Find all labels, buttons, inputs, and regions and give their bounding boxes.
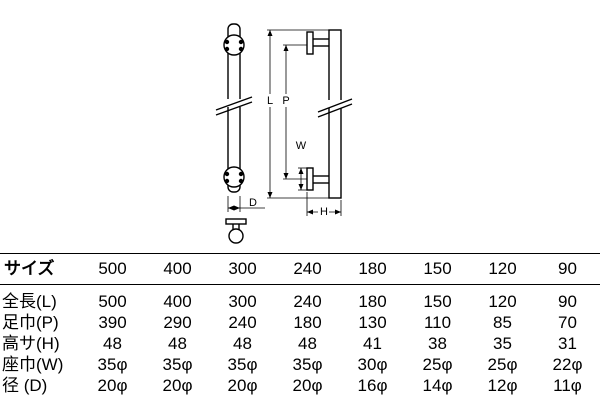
top-view — [225, 218, 247, 244]
table-cell: 41 — [363, 334, 382, 353]
table-cell: 85 — [493, 313, 512, 332]
table-row: 座巾(W) 35φ 35φ 35φ 35φ 30φ 25φ 25φ 22φ — [0, 354, 600, 375]
row-label-seat-width: 座巾(W) — [2, 355, 64, 374]
table-cell: 20φ — [227, 376, 258, 395]
dim-label-D: D — [249, 197, 257, 209]
table-cell: 12φ — [487, 376, 518, 395]
table-cell: 390 — [98, 313, 127, 332]
size-spec-table: サイズ 500 400 300 240 180 150 120 90 全長(L)… — [0, 253, 600, 396]
table-cell: 150 — [423, 292, 452, 311]
table-cell: 38 — [428, 334, 447, 353]
table-cell: 20φ — [97, 376, 128, 395]
table-cell: 14φ — [422, 376, 453, 395]
table-cell: 290 — [163, 313, 192, 332]
table-cell: 48 — [298, 334, 317, 353]
header-size-400: 400 — [145, 253, 210, 285]
table-header-row: サイズ 500 400 300 240 180 150 120 90 — [0, 253, 600, 285]
table-cell: 48 — [233, 334, 252, 353]
header-size-240: 240 — [275, 253, 340, 285]
table-cell: 16φ — [357, 376, 388, 395]
table-cell: 110 — [423, 313, 452, 332]
header-size-120: 120 — [470, 253, 535, 285]
table-cell: 35φ — [292, 355, 323, 374]
table-cell: 500 — [98, 292, 127, 311]
table-row: 径 (D) 20φ 20φ 20φ 20φ 16φ 14φ 12φ 11φ — [0, 375, 600, 396]
table-row: 足巾(P) 390 290 240 180 130 110 85 70 — [0, 312, 600, 333]
table-cell: 31 — [558, 334, 577, 353]
table-cell: 70 — [558, 313, 577, 332]
dimension-lines — [267, 29, 342, 216]
table-cell: 90 — [558, 292, 577, 311]
row-label-length: 全長(L) — [2, 292, 57, 311]
header-size-label: サイズ — [0, 253, 80, 285]
dim-label-L: L — [267, 95, 273, 107]
table-cell: 35φ — [227, 355, 258, 374]
table-cell: 300 — [228, 292, 257, 311]
table-row: 全長(L) 500 400 300 240 180 150 120 90 — [0, 285, 600, 313]
table-cell: 35φ — [97, 355, 128, 374]
table-cell: 11φ — [553, 376, 582, 395]
table-row: 高サ(H) 48 48 48 48 41 38 35 31 — [0, 333, 600, 354]
dim-label-H: H — [320, 206, 328, 218]
table-cell: 20φ — [292, 376, 323, 395]
dim-label-P: P — [282, 95, 289, 107]
dim-label-W: W — [296, 140, 307, 152]
header-size-90: 90 — [535, 253, 600, 285]
side-view — [306, 29, 353, 199]
table-cell: 48 — [168, 334, 187, 353]
row-label-pitch: 足巾(P) — [2, 313, 59, 332]
table-cell: 48 — [103, 334, 122, 353]
table-cell: 35 — [493, 334, 512, 353]
table-cell: 20φ — [162, 376, 193, 395]
header-size-150: 150 — [405, 253, 470, 285]
table-cell: 120 — [488, 292, 517, 311]
table-cell: 35φ — [162, 355, 193, 374]
table-cell: 30φ — [357, 355, 388, 374]
table-cell: 180 — [358, 292, 387, 311]
row-label-height: 高サ(H) — [2, 334, 60, 353]
table-cell: 180 — [293, 313, 322, 332]
table-cell: 25φ — [487, 355, 518, 374]
header-size-500: 500 — [80, 253, 145, 285]
table-cell: 130 — [358, 313, 387, 332]
table-cell: 240 — [293, 292, 322, 311]
table-cell: 25φ — [422, 355, 453, 374]
row-label-diameter: 径 (D) — [2, 376, 48, 395]
header-size-180: 180 — [340, 253, 405, 285]
table-cell: 240 — [228, 313, 257, 332]
front-view — [215, 23, 265, 212]
header-size-300: 300 — [210, 253, 275, 285]
table-cell: 22φ — [552, 355, 583, 374]
table-cell: 400 — [163, 292, 192, 311]
handle-technical-drawing: L P W D H — [215, 23, 353, 244]
